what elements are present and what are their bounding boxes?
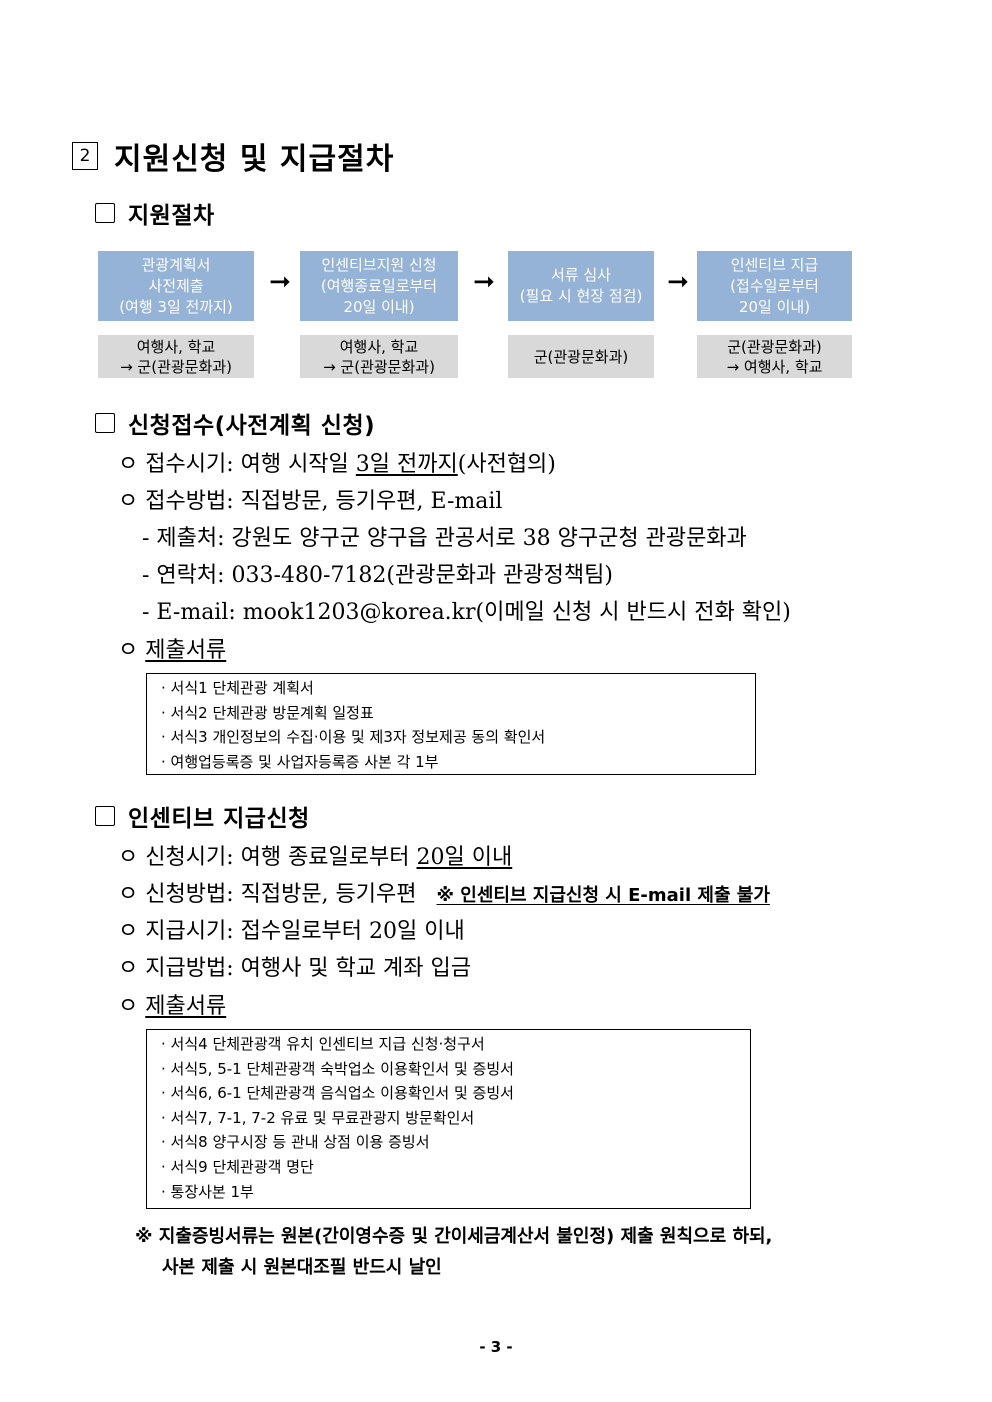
reception-method: ㅇ 접수방법: 직접방문, 등기우편, E-mail — [118, 489, 503, 514]
flow-arrow-icon: ➞ — [269, 267, 291, 297]
checkbox-square-icon — [95, 203, 115, 223]
list-item: · 서식2 단체관광 방문계획 일정표 — [161, 703, 374, 722]
list-item: · 서식4 단체관광객 유치 인센티브 지급 신청·청구서 — [161, 1035, 485, 1053]
reception-docs-label: ㅇ 제출서류 — [118, 638, 227, 663]
list-item: · 서식1 단체관광 계획서 — [161, 679, 314, 697]
incentive-method: ㅇ 신청방법: 직접방문, 등기우편※ 인센티브 지급신청 시 E-mail 제… — [118, 882, 770, 907]
incentive-time: ㅇ 신청시기: 여행 종료일로부터 20일 이내 — [118, 845, 513, 870]
section-title: 2 지원신청 및 지급절차 — [72, 136, 395, 177]
reception-time: ㅇ 접수시기: 여행 시작일 3일 전까지(사전협의) — [118, 452, 556, 477]
page-number: - 3 - — [479, 1338, 513, 1356]
incentive-pay-method: ㅇ 지급방법: 여행사 및 학교 계좌 입금 — [118, 956, 471, 981]
flow-step-3: 서류 심사 (필요 시 현장 점검) — [508, 251, 654, 321]
incentive-heading: 인센티브 지급신청 — [95, 801, 310, 832]
flow-actor-3: 군(관광문화과) — [508, 335, 654, 378]
section-number: 2 — [72, 142, 98, 170]
list-item: · 서식3 개인정보의 수집·이용 및 제3자 정보제공 동의 확인서 — [161, 728, 546, 747]
flow-actor-1: 여행사, 학교 → 군(관광문화과) — [98, 335, 254, 378]
section-title-text: 지원신청 및 지급절차 — [114, 142, 395, 177]
flow-step-2: 인센티브지원 신청 (여행종료일로부터 20일 이내) — [300, 251, 458, 321]
flow-arrow-icon: ➞ — [667, 267, 689, 297]
flow-step-1: 관광계획서 사전제출 (여행 3일 전까지) — [98, 251, 254, 321]
list-item: · 여행업등록증 및 사업자등록증 사본 각 1부 — [161, 752, 439, 771]
flow-arrow-icon: ➞ — [473, 267, 495, 297]
incentive-docs-box: · 서식4 단체관광객 유치 인센티브 지급 신청·청구서 · 서식5, 5-1… — [146, 1029, 751, 1209]
list-item: · 서식9 단체관광객 명단 — [161, 1157, 314, 1176]
reception-email: - E-mail: mook1203@korea.kr(이메일 신청 시 반드시… — [142, 600, 791, 625]
list-item: · 서식5, 5-1 단체관광객 숙박업소 이용확인서 및 증빙서 — [161, 1059, 514, 1078]
incentive-docs-label: ㅇ 제출서류 — [118, 994, 227, 1019]
reception-destination: - 제출처: 강원도 양구군 양구읍 관공서로 38 양구군청 관광문화과 — [142, 526, 747, 551]
incentive-pay-time: ㅇ 지급시기: 접수일로부터 20일 이내 — [118, 919, 465, 944]
footnote-line-2: 사본 제출 시 원본대조필 반드시 날인 — [162, 1257, 442, 1278]
reception-heading: 신청접수(사전계획 신청) — [95, 408, 376, 439]
footnote-line-1: ※ 지출증빙서류는 원본(간이영수증 및 간이세금계산서 불인정) 제출 원칙으… — [135, 1226, 773, 1247]
list-item: · 통장사본 1부 — [161, 1182, 254, 1201]
flow-actor-4: 군(관광문화과) → 여행사, 학교 — [697, 335, 852, 378]
incentive-heading-text: 인센티브 지급신청 — [128, 806, 310, 832]
procedure-heading: 지원절차 — [95, 198, 215, 229]
reception-heading-text: 신청접수(사전계획 신청) — [128, 413, 376, 439]
list-item: · 서식6, 6-1 단체관광객 음식업소 이용확인서 및 증빙서 — [161, 1084, 514, 1103]
reception-contact: - 연락처: 033-480-7182(관광문화과 관광정책팀) — [142, 563, 613, 588]
flow-step-4: 인센티브 지급 (접수일로부터 20일 이내) — [697, 251, 852, 321]
reception-docs-box: · 서식1 단체관광 계획서 · 서식2 단체관광 방문계획 일정표 · 서식3… — [146, 673, 756, 775]
checkbox-square-icon — [95, 413, 115, 433]
procedure-heading-text: 지원절차 — [128, 203, 215, 229]
checkbox-square-icon — [95, 806, 115, 826]
list-item: · 서식7, 7-1, 7-2 유료 및 무료관광지 방문확인서 — [161, 1108, 475, 1127]
incentive-method-note: ※ 인센티브 지급신청 시 E-mail 제출 불가 — [436, 885, 770, 906]
flow-actor-2: 여행사, 학교 → 군(관광문화과) — [300, 335, 458, 378]
list-item: · 서식8 양구시장 등 관내 상점 이용 증빙서 — [161, 1133, 430, 1152]
